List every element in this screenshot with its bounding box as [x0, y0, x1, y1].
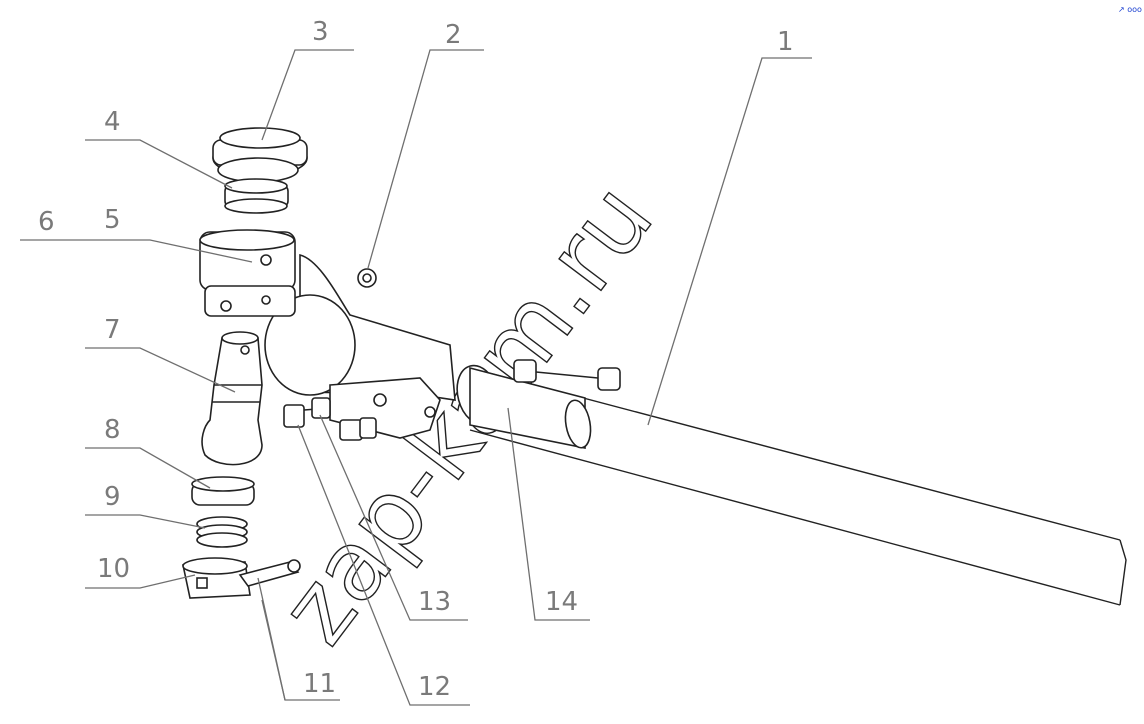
callout-7: 7: [104, 315, 121, 345]
part-6-tie-rod-end-housing: [264, 253, 456, 439]
callout-12: 12: [418, 672, 451, 702]
corner-mark: ↗ ooo: [1118, 5, 1142, 14]
callout-2: 2: [445, 20, 462, 50]
callout-8: 8: [104, 415, 121, 445]
part-9-spring: [196, 516, 248, 548]
part-8-lower-seat: [191, 476, 255, 506]
part-14-clamp: [456, 359, 621, 449]
callout-11: 11: [303, 669, 336, 699]
part-10-bottom-plug: [182, 557, 251, 599]
callout-6: 6: [38, 207, 55, 237]
callout-5: 5: [104, 205, 121, 235]
part-3-top-cap: [212, 127, 308, 183]
part-5-housing-cap: [199, 229, 296, 317]
callout-1: 1: [777, 27, 794, 57]
leader-lines: [20, 49, 812, 706]
callout-9: 9: [104, 482, 121, 512]
callout-13: 13: [418, 587, 451, 617]
callout-3: 3: [312, 17, 329, 47]
part-12-bolt: [283, 397, 331, 428]
callout-14: 14: [545, 587, 578, 617]
part-7-ball-pin: [201, 331, 263, 466]
part-11-grease-nipple: [238, 559, 301, 587]
callout-10: 10: [97, 554, 130, 584]
part-13-nut: [339, 417, 377, 441]
part-2-nut: [357, 268, 377, 288]
part-4-ring: [224, 178, 289, 214]
callout-4: 4: [104, 107, 121, 137]
